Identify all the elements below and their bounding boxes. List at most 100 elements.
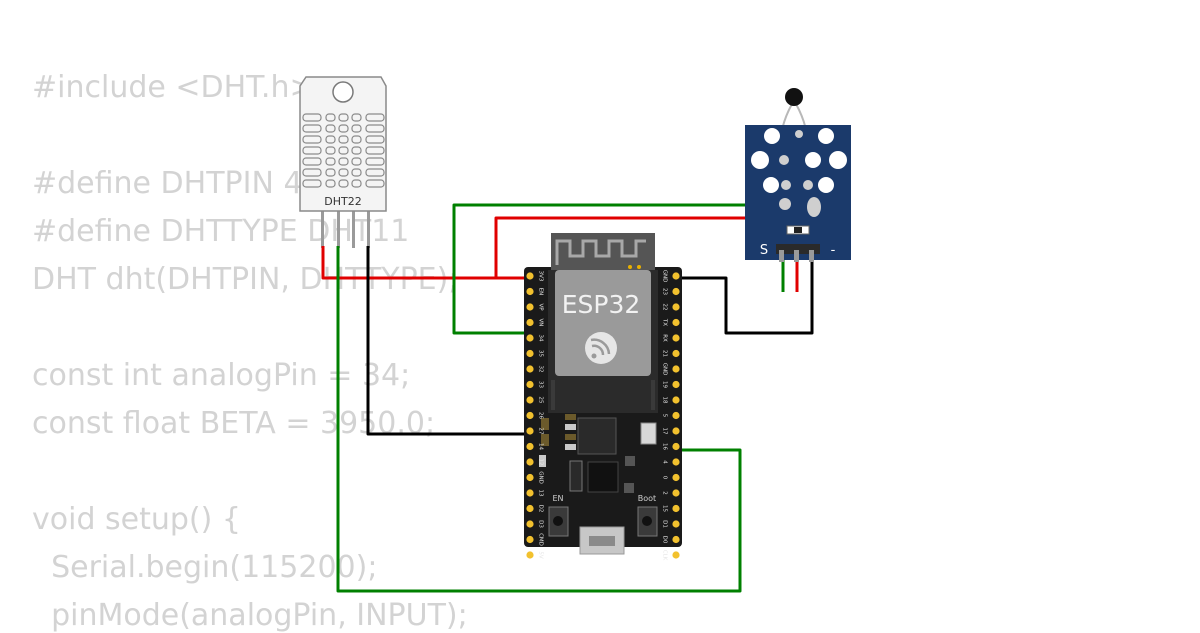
esp32-pin-right[interactable]	[672, 334, 680, 342]
wire-black-ntc-gnd[interactable]	[676, 262, 814, 335]
micro-usb-connector[interactable]	[579, 526, 625, 555]
esp32-pin-label: 23	[662, 288, 668, 295]
usb-port-icon	[589, 536, 615, 546]
esp32-pin-left[interactable]	[526, 396, 534, 404]
esp32-pin-right[interactable]	[672, 272, 680, 280]
code-line: const int analogPin = 34;	[32, 358, 411, 393]
esp32-pin-label: TX	[662, 318, 668, 326]
code-line: #define DHTPIN 4	[32, 166, 303, 201]
ntc-pin[interactable]	[809, 250, 814, 262]
ntc-hole	[751, 151, 769, 169]
esp32-pin-label: 3V3	[538, 271, 544, 282]
smd-part	[541, 434, 549, 446]
ntc-resistor-body	[794, 227, 802, 233]
esp32-pin-left[interactable]	[526, 520, 534, 528]
esp32-pin-right[interactable]	[672, 535, 680, 544]
esp32-pin-left[interactable]	[526, 442, 534, 451]
esp32-pin-right[interactable]	[672, 303, 680, 311]
esp32-pin-right[interactable]	[672, 411, 680, 420]
esp32-pin-left[interactable]	[526, 334, 534, 342]
dht22-sensor[interactable]: DHT22	[299, 76, 387, 248]
esp32-pin-right[interactable]	[672, 318, 680, 327]
esp32-pin-label: 26	[538, 412, 544, 419]
esp32-pin-left[interactable]	[526, 551, 534, 559]
ntc-pad	[807, 197, 821, 217]
ntc-pad	[779, 198, 791, 210]
dht22-leg	[367, 208, 370, 248]
ntc-pad	[781, 180, 791, 190]
ntc-hole	[818, 177, 834, 193]
esp32-pin-left[interactable]	[526, 303, 534, 311]
ntc-temperature-module[interactable]: S -	[745, 88, 851, 262]
esp32-pin-right[interactable]	[672, 287, 680, 296]
esp32-pin-left[interactable]	[526, 287, 534, 296]
esp32-pin-label: 21	[662, 350, 668, 357]
esp32-pin-right[interactable]	[672, 458, 680, 466]
smd-part	[565, 414, 576, 420]
esp32-pin-right[interactable]	[672, 365, 680, 373]
wire-red-dht-vcc[interactable]	[321, 246, 529, 280]
esp32-pin-left[interactable]	[526, 473, 534, 482]
esp32-pin-right[interactable]	[672, 551, 680, 559]
esp32-pin-right[interactable]	[672, 442, 680, 451]
esp32-pin-label: CLK	[662, 550, 668, 561]
esp32-pin-left[interactable]	[526, 365, 534, 373]
esp32-pin-right[interactable]	[672, 520, 680, 528]
ntc-pad	[803, 180, 813, 190]
esp32-pin-label: 14	[538, 443, 544, 450]
esp32-pin-right[interactable]	[672, 380, 680, 389]
led-dot	[637, 265, 641, 269]
esp32-pin-left[interactable]	[526, 504, 534, 513]
esp32-pin-label: 25	[538, 397, 544, 404]
esp32-pin-label: 0	[662, 476, 668, 480]
esp32-pin-right[interactable]	[672, 473, 680, 482]
esp32-pin-label: 18	[662, 397, 668, 404]
ntc-pin[interactable]	[794, 250, 799, 262]
esp32-pin-label: EN	[538, 288, 544, 296]
esp32-pin-right[interactable]	[672, 427, 680, 435]
esp32-pin-label: 2	[662, 491, 668, 495]
esp32-pin-label: 27	[538, 428, 544, 435]
smd-part	[565, 424, 576, 430]
smd-part	[565, 434, 576, 440]
esp32-pin-left[interactable]	[526, 318, 534, 327]
esp32-pin-left[interactable]	[526, 535, 534, 544]
esp32-pin-right[interactable]	[672, 504, 680, 513]
button-en-label: EN	[552, 494, 563, 503]
esp32-pin-left[interactable]	[526, 427, 534, 435]
ntc-header	[776, 244, 820, 254]
esp32-pin-label: 33	[538, 381, 544, 388]
ntc-pin[interactable]	[779, 250, 784, 262]
code-line: Serial.begin(115200);	[32, 550, 378, 585]
esp32-pin-right[interactable]	[672, 489, 680, 497]
esp32-pin-left[interactable]	[526, 380, 534, 389]
voltage-regulator	[577, 417, 617, 455]
wire-green-dht-data[interactable]	[336, 246, 742, 593]
en-button-cap	[553, 516, 563, 526]
esp32-pin-left[interactable]	[526, 458, 534, 466]
dht22-body	[299, 76, 387, 212]
esp32-pin-label: 4	[662, 460, 668, 464]
dht22-grille	[302, 113, 385, 188]
ntc-pad	[779, 155, 789, 165]
esp32-pin-label: 13	[538, 490, 544, 497]
ntc-hole	[763, 177, 779, 193]
esp32-pin-left[interactable]	[526, 272, 534, 280]
esp32-pin-left[interactable]	[526, 411, 534, 420]
esp32-pin-label: CMD	[538, 533, 544, 546]
ntc-hole	[805, 152, 821, 168]
esp32-pin-label: 5	[662, 414, 668, 418]
ntc-label-minus: -	[831, 243, 836, 258]
esp32-pin-left[interactable]	[526, 489, 534, 497]
dht22-label: DHT22	[324, 195, 361, 208]
esp32-board[interactable]: ESP32	[524, 233, 682, 555]
esp32-pin-right[interactable]	[672, 396, 680, 404]
esp32-pin-right[interactable]	[672, 349, 680, 358]
esp32-pin-label: 5V	[538, 551, 544, 558]
esp32-pin-label: 35	[538, 350, 544, 357]
wire-black-dht-gnd[interactable]	[366, 246, 529, 436]
esp32-pin-left[interactable]	[526, 349, 534, 358]
